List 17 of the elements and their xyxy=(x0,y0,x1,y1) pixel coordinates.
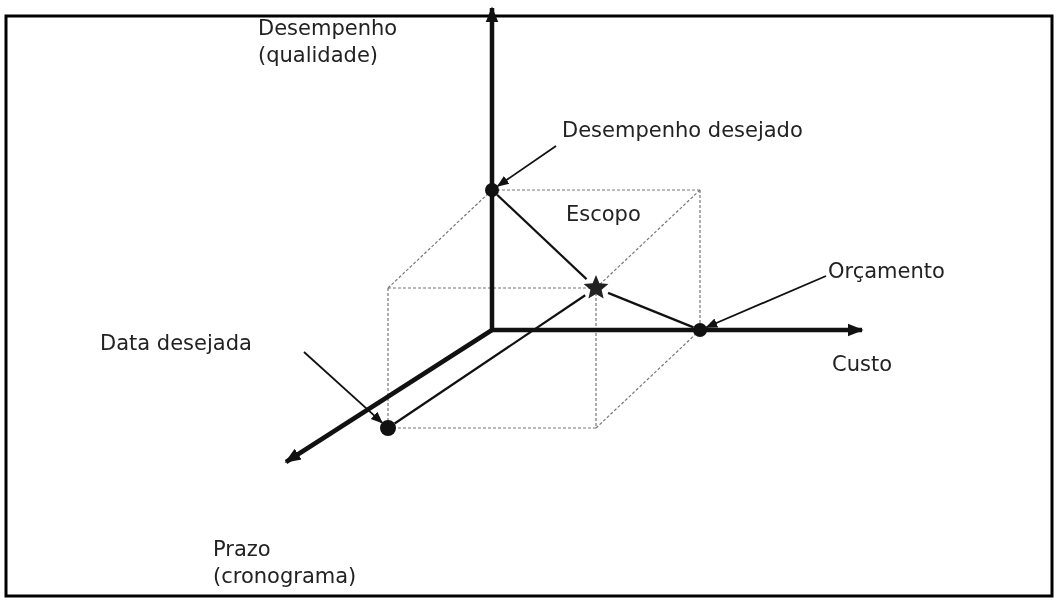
leader-line xyxy=(303,351,383,424)
point-marker xyxy=(380,420,396,436)
region-label: Escopo xyxy=(566,201,641,228)
connector-line xyxy=(496,194,588,280)
callout-text: Desempenho desejado xyxy=(562,117,803,144)
callout-text: Orçamento xyxy=(828,258,945,285)
star-marker xyxy=(583,275,609,301)
point-marker xyxy=(693,323,707,337)
leader-line xyxy=(705,275,827,329)
leader-line xyxy=(496,145,557,187)
callout-text: Data desejada xyxy=(100,330,252,357)
axis-label: Desempenho (qualidade) xyxy=(258,15,399,69)
connector-line xyxy=(607,291,694,329)
axis-label: Custo xyxy=(832,351,893,378)
axis-label: Prazo (cronograma) xyxy=(213,536,358,590)
connector-line xyxy=(394,294,586,425)
point-marker xyxy=(485,183,499,197)
